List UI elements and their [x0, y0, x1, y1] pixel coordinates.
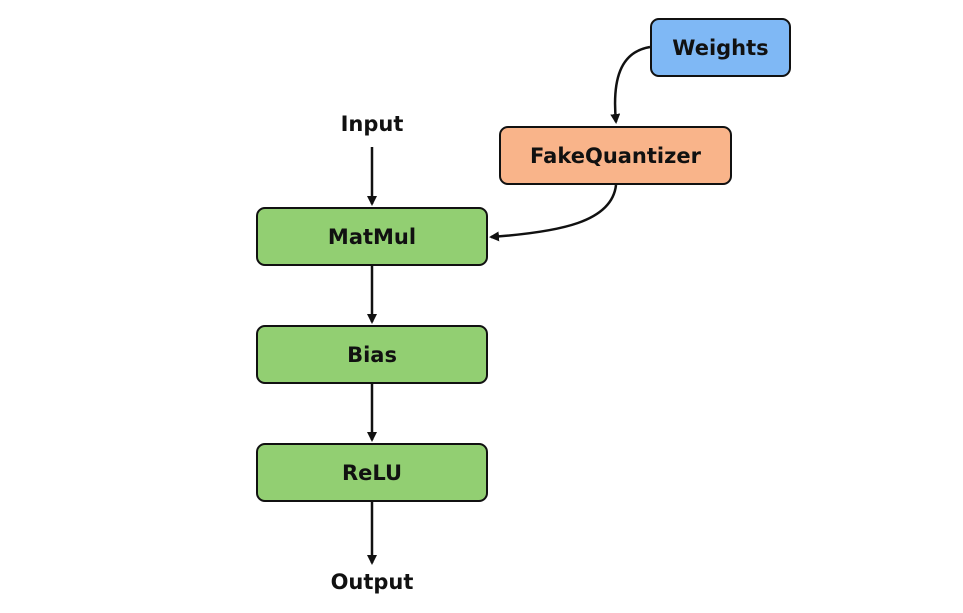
- node-weights: Weights: [650, 18, 791, 77]
- node-bias: Bias: [256, 325, 488, 384]
- node-fake-quantizer: FakeQuantizer: [499, 126, 732, 185]
- output-label: Output: [330, 570, 414, 594]
- edge-fakequantizer-to-matmul: [489, 184, 618, 242]
- edge-weights-to-fakequantizer: [610, 45, 651, 124]
- node-relu: ReLU: [256, 443, 488, 502]
- input-label: Input: [340, 112, 404, 136]
- node-matmul: MatMul: [256, 207, 488, 266]
